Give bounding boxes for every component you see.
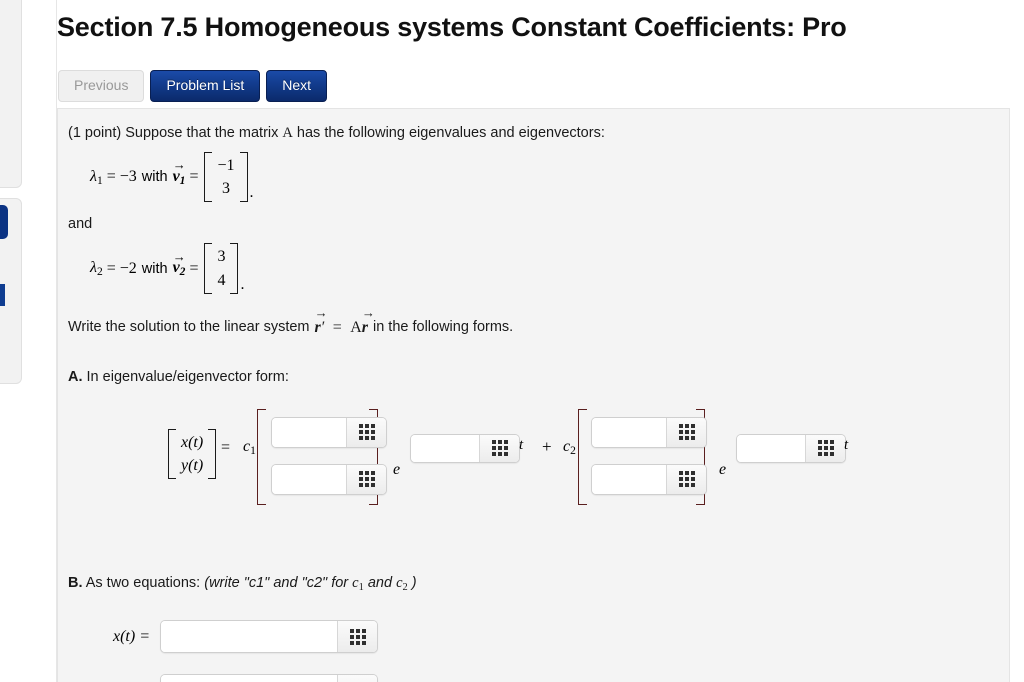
- part-a-equals: =: [221, 438, 231, 456]
- instruction-pre: Write the solution to the linear system: [68, 318, 310, 335]
- group1-row2-input[interactable]: [272, 464, 346, 494]
- keypad-grid-icon[interactable]: [479, 434, 519, 462]
- points-label: (1 point): [68, 125, 122, 141]
- part-b-label: B.: [68, 574, 83, 591]
- group2-row2-input[interactable]: [592, 464, 666, 494]
- equals-sign-3: =: [106, 259, 116, 277]
- keypad-grid-icon[interactable]: [666, 464, 706, 494]
- intro-text: Suppose that the matrix A has the follow…: [125, 125, 605, 141]
- group2-exponent-answer-box[interactable]: [736, 433, 846, 463]
- keypad-grid-icon[interactable]: [337, 675, 377, 682]
- previous-button[interactable]: Previous: [58, 70, 145, 103]
- coefficient-c2-label: c2: [563, 437, 576, 458]
- eigenvector-2-row-1: 3: [217, 248, 226, 266]
- instruction-post: in the following forms.: [372, 318, 514, 335]
- group1-exponent-answer-box[interactable]: [410, 433, 520, 463]
- eigenvector-2-row-2: 4: [217, 271, 226, 289]
- eigenvector-1-row-2: 3: [221, 180, 230, 198]
- left-rail-button-lower[interactable]: [0, 284, 5, 306]
- eigenvector-1-matrix: −1 3: [204, 152, 248, 203]
- period-2: .: [240, 275, 245, 293]
- eigenvector-2-matrix: 3 4: [204, 243, 239, 294]
- eigen-line-1: λ1 = −3 with v1 = −1 3 .: [90, 152, 1009, 203]
- group2-bracket-left: [578, 408, 587, 505]
- keypad-grid-icon[interactable]: [666, 417, 706, 447]
- eigenvector-1-symbol: v1: [173, 158, 186, 187]
- group2-exponential-base: e: [719, 460, 727, 478]
- part-a-label: A.: [68, 368, 83, 385]
- group1-row1-answer-box[interactable]: [271, 416, 387, 448]
- next-button[interactable]: Next: [266, 70, 328, 103]
- plus-sign: +: [542, 436, 552, 456]
- lambda-1-value: −3: [119, 168, 137, 186]
- coefficient-c1-label: c1: [243, 437, 256, 458]
- lambda-2-symbol: λ2: [90, 258, 103, 279]
- lambda-2-value: −2: [119, 259, 137, 277]
- period-1: .: [249, 184, 254, 202]
- problem-content-panel: (1 point) Suppose that the matrix A has …: [57, 108, 1010, 682]
- keypad-grid-icon[interactable]: [805, 434, 845, 462]
- group2-row1-answer-box[interactable]: [591, 416, 707, 448]
- left-rail-button-upper[interactable]: [0, 205, 8, 239]
- keypad-grid-icon[interactable]: [337, 621, 377, 653]
- equals-sign-2: =: [189, 168, 199, 186]
- page-title: Section 7.5 Homogeneous systems Constant…: [57, 12, 847, 42]
- problem-list-button[interactable]: Problem List: [150, 70, 261, 103]
- lhs-x-of-t: x(t): [181, 433, 204, 451]
- group2-exponent-input[interactable]: [737, 434, 805, 462]
- part-b-row-x: x(t) =: [108, 615, 1009, 659]
- group1-row1-input[interactable]: [272, 417, 346, 447]
- part-a-heading: A. In eigenvalue/eigenvector form:: [68, 369, 1009, 385]
- part-b-x-input[interactable]: [161, 621, 337, 653]
- left-rail-panel-top: [0, 0, 22, 188]
- problem-intro: (1 point) Suppose that the matrix A has …: [68, 123, 1009, 144]
- lhs-xy-vector: x(t) y(t): [168, 428, 217, 480]
- equals-sign: =: [106, 168, 116, 186]
- part-b-x-label: x(t) =: [113, 627, 150, 645]
- group2-exponent-variable: t: [844, 436, 849, 453]
- part-b-hint: (write "c1" and "c2" for c1 and c2 ): [204, 574, 417, 593]
- eigen-line-2: λ2 = −2 with v2 = 3 4 .: [90, 243, 1009, 294]
- with-text-2: with: [141, 260, 168, 277]
- and-text: and: [68, 216, 93, 233]
- rail-divider: [56, 0, 57, 682]
- part-a-answer-area: x(t) y(t) = c1 e t: [58, 407, 1009, 517]
- instruction-math: r′ = Ar: [315, 306, 376, 339]
- part-b-y-input[interactable]: [161, 675, 337, 682]
- part-b-answer-rows: x(t) = y(t) =: [58, 615, 1009, 682]
- group1-exponent-input[interactable]: [411, 434, 479, 462]
- part-b-x-answer-box[interactable]: [160, 620, 378, 654]
- group2-row2-answer-box[interactable]: [591, 463, 707, 495]
- keypad-grid-icon[interactable]: [346, 464, 386, 494]
- left-rail-panel-bottom: [0, 198, 22, 384]
- lambda-1-symbol: λ1: [90, 167, 103, 187]
- navigation-bar: Previous Problem List Next: [58, 70, 328, 103]
- with-text-1: with: [141, 169, 168, 186]
- part-b-y-answer-box[interactable]: [160, 674, 378, 682]
- part-b-text: As two equations:: [85, 574, 201, 591]
- group1-exponential-base: e: [393, 460, 401, 478]
- eigenvector-1-row-1: −1: [217, 157, 235, 175]
- group1-bracket-right: [369, 408, 378, 505]
- part-a-text: In eigenvalue/eigenvector form:: [86, 368, 289, 385]
- keypad-grid-icon[interactable]: [346, 417, 386, 447]
- part-b-row-y: y(t) =: [108, 669, 1009, 682]
- group2-row1-input[interactable]: [592, 417, 666, 447]
- group2-bracket-right: [696, 408, 705, 505]
- group1-exponent-variable: t: [519, 436, 524, 453]
- instruction-line: Write the solution to the linear system …: [68, 306, 1009, 339]
- left-rail: [0, 0, 56, 682]
- part-b-heading: B. As two equations: (write "c1" and "c2…: [68, 575, 1009, 593]
- group1-row2-answer-box[interactable]: [271, 463, 387, 495]
- group1-bracket-left: [257, 408, 266, 505]
- eigenvector-2-symbol: v2: [173, 249, 186, 278]
- equals-sign-4: =: [189, 259, 199, 277]
- lhs-y-of-t: y(t): [181, 457, 204, 475]
